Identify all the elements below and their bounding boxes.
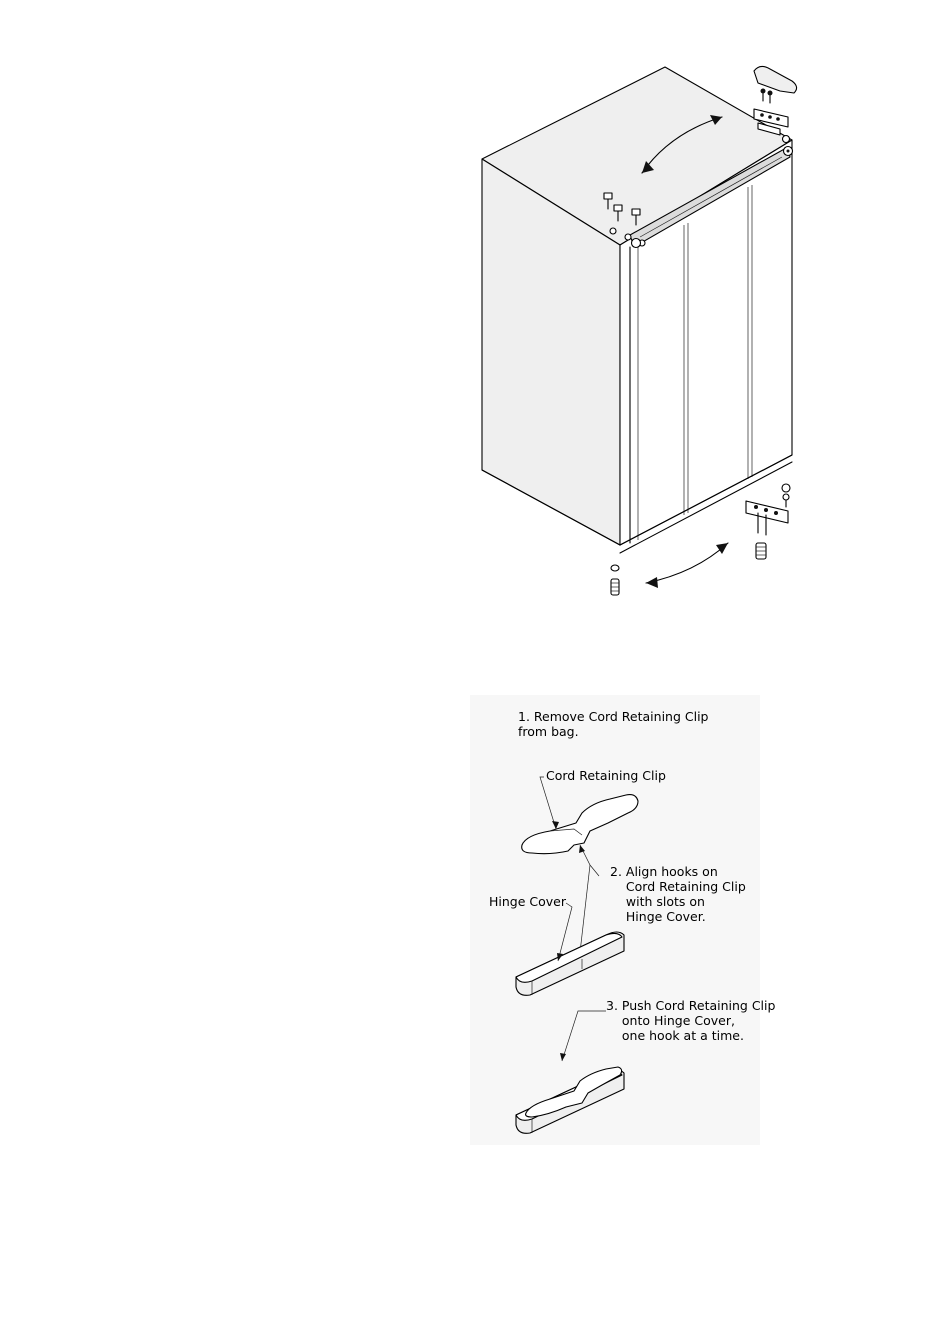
step-3-text: 3. Push Cord Retaining Clip onto Hinge C…	[606, 998, 775, 1043]
assembled-clip-and-cover	[516, 1067, 624, 1133]
hinge-plate-icon	[746, 484, 790, 559]
refrigerator-drawing	[470, 55, 810, 605]
step-1-text: 1. Remove Cord Retaining Clip from bag.	[518, 709, 709, 739]
cord-retaining-clip-label: Cord Retaining Clip	[546, 768, 666, 783]
cord-clip-instructions: 1. Remove Cord Retaining Clip from bag. …	[470, 695, 760, 1145]
hinge-cover	[516, 932, 624, 995]
door-reversal-illustration	[470, 55, 810, 605]
leveling-foot-icon	[611, 565, 619, 595]
step-2-text: 2. Align hooks on Cord Retaining Clip wi…	[610, 864, 746, 924]
hinge-cover-label: Hinge Cover	[489, 894, 566, 909]
cord-retaining-clip	[522, 795, 638, 854]
swap-arrow-icon	[646, 543, 728, 583]
